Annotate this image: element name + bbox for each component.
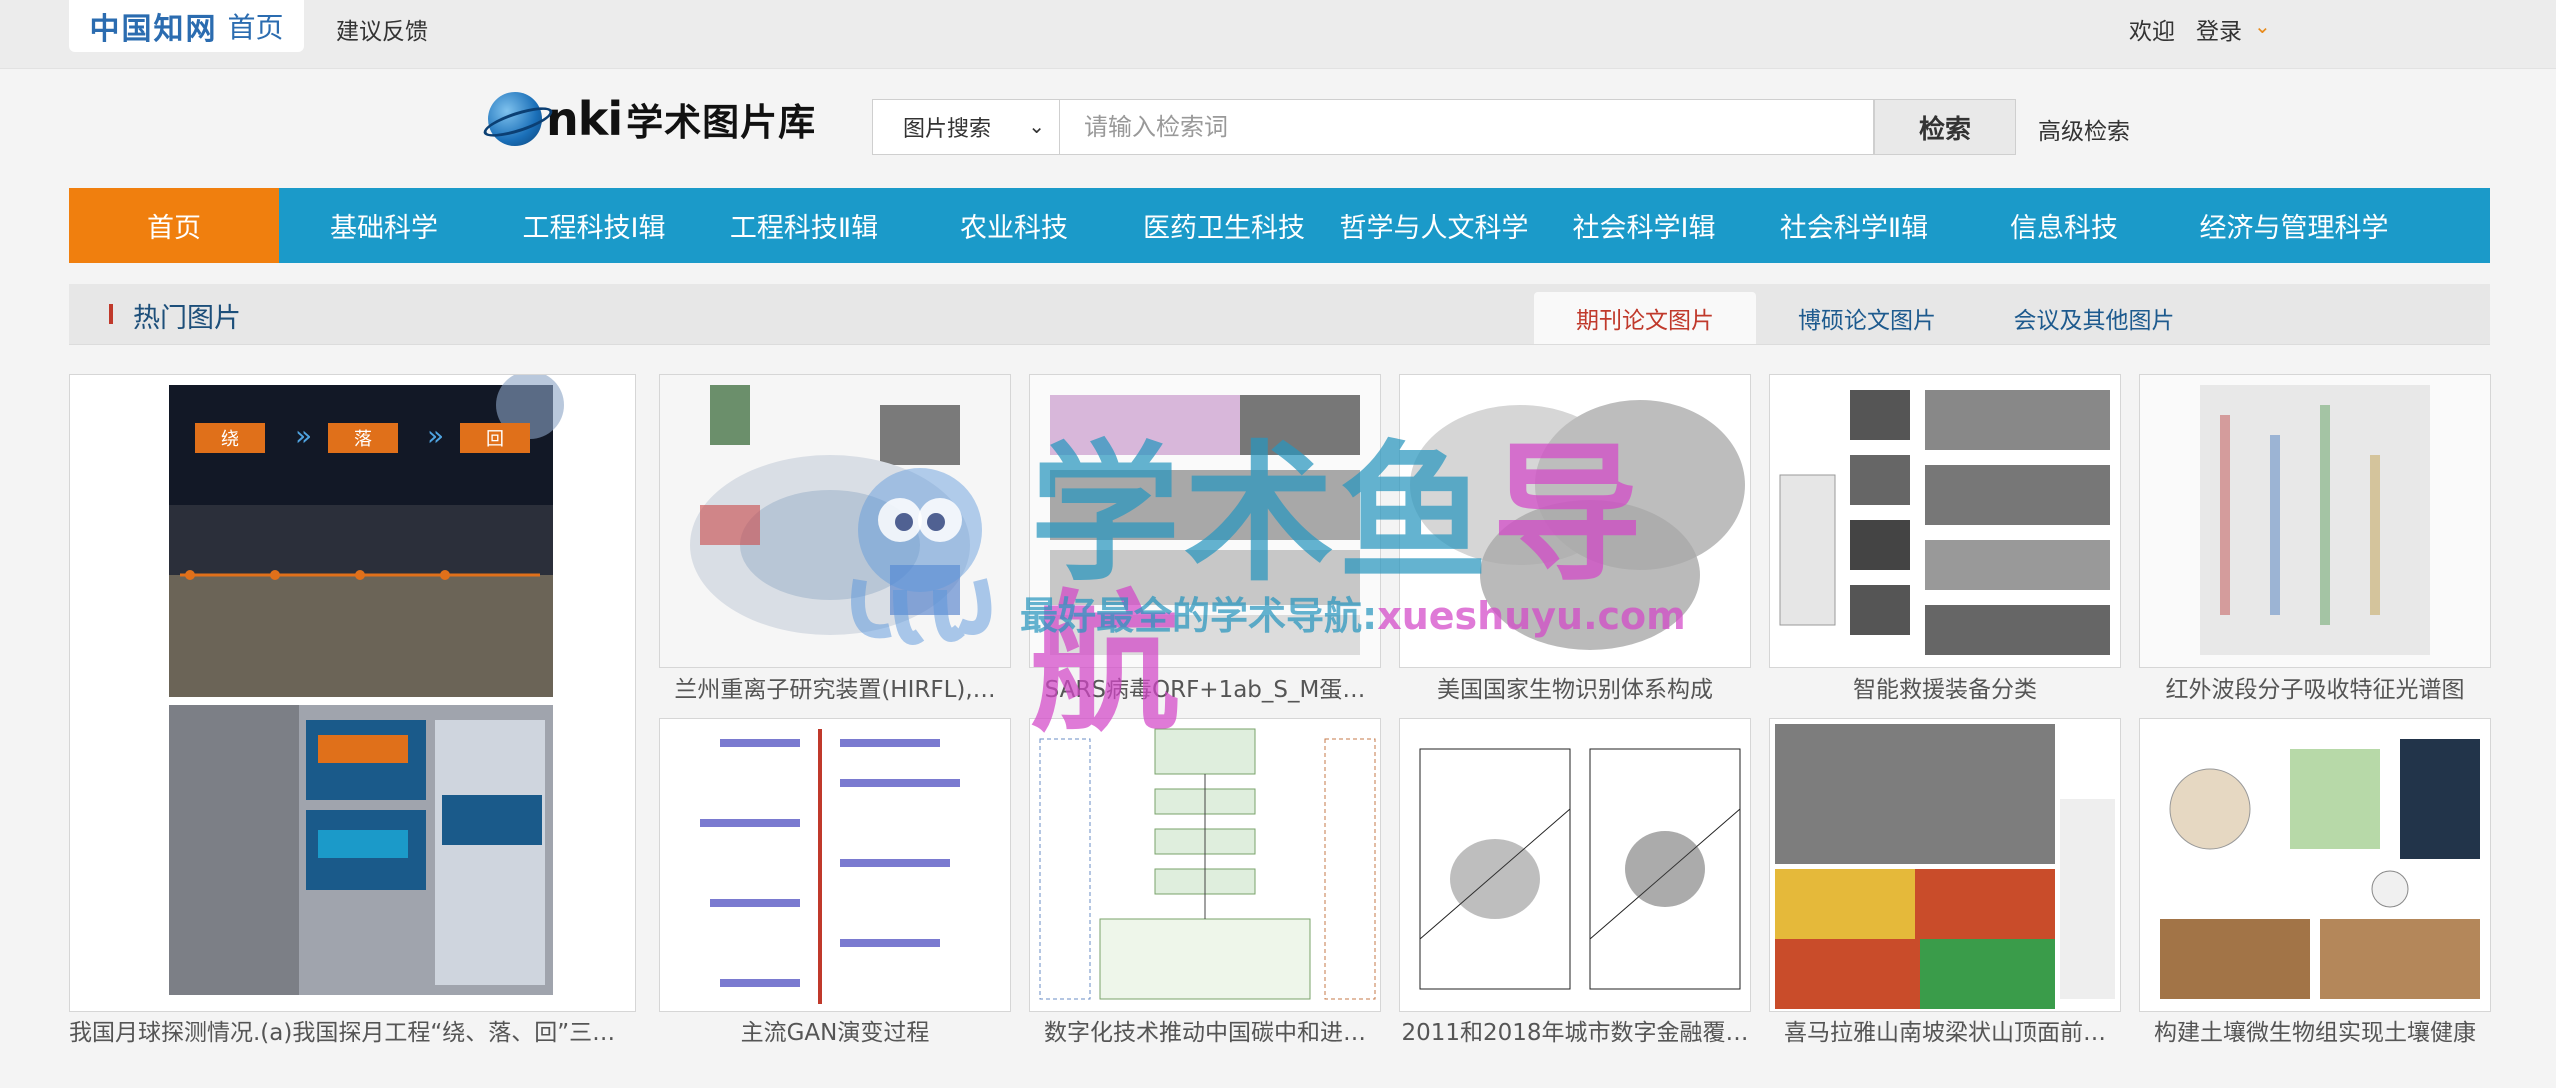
gan-timeline-figure bbox=[660, 719, 1010, 1011]
image-thumbnail-himalaya[interactable] bbox=[1769, 718, 2121, 1012]
image-caption[interactable]: 构建土壤微生物组实现土壤健康 bbox=[2154, 1020, 2476, 1046]
nav-item-engineering-1[interactable]: 工程科技Ⅰ辑 bbox=[522, 213, 666, 244]
chevron-down-icon[interactable]: ⌄ bbox=[2254, 14, 2271, 38]
cnki-logo-text: 中国知网 bbox=[89, 12, 218, 47]
nav-item-social-science-2[interactable]: 社会科学Ⅱ辑 bbox=[1779, 213, 1929, 244]
globe-icon bbox=[488, 92, 542, 146]
image-caption[interactable]: 2011和2018年城市数字金融覆… bbox=[1401, 1020, 1749, 1046]
hirfl-facility-figure bbox=[660, 375, 1010, 667]
himalaya-map-figure bbox=[1770, 719, 2120, 1011]
image-caption[interactable]: 红外波段分子吸收特征光谱图 bbox=[2165, 677, 2465, 703]
image-caption[interactable]: 美国国家生物识别体系构成 bbox=[1437, 677, 1713, 703]
sars-protein-figure bbox=[1030, 375, 1380, 667]
cnki-home-logo[interactable]: 中国知网 首页 bbox=[69, 0, 304, 52]
infrared-spectrum-figure bbox=[2140, 375, 2490, 667]
logo-title: 学术图片库 bbox=[626, 101, 817, 144]
search-type-value: 图片搜索 bbox=[903, 117, 992, 142]
advanced-search-link[interactable]: 高级检索 bbox=[2038, 119, 2130, 145]
chevron-down-icon: ⌄ bbox=[1028, 114, 1045, 138]
nav-item-basic-science[interactable]: 基础科学 bbox=[330, 213, 438, 244]
nav-item-humanities[interactable]: 哲学与人文科学 bbox=[1339, 213, 1529, 244]
svg-text:»: » bbox=[295, 419, 312, 452]
nav-item-social-science-1[interactable]: 社会科学Ⅰ辑 bbox=[1572, 213, 1716, 244]
welcome-text: 欢迎 bbox=[2129, 19, 2175, 45]
nav-item-information-tech[interactable]: 信息科技 bbox=[2010, 213, 2118, 244]
tab-thesis-images[interactable]: 博硕论文图片 bbox=[1798, 308, 1936, 334]
image-thumbnail-gan[interactable] bbox=[659, 718, 1011, 1012]
home-link-text: 首页 bbox=[227, 11, 284, 44]
image-thumbnail-moon[interactable]: 绕 落 回 » » bbox=[69, 374, 636, 1012]
stage-label-orbit: 绕 bbox=[221, 429, 239, 450]
image-thumbnail-hirfl[interactable] bbox=[659, 374, 1011, 668]
image-thumbnail-scatter[interactable] bbox=[1399, 718, 1751, 1012]
image-caption[interactable]: 主流GAN演变过程 bbox=[740, 1020, 930, 1046]
image-caption[interactable]: 兰州重离子研究装置(HIRFL),… bbox=[674, 677, 996, 703]
category-nav: 首页 基础科学 工程科技Ⅰ辑 工程科技Ⅱ辑 农业科技 医药卫生科技 哲学与人文科… bbox=[69, 188, 2490, 263]
top-bar: 中国知网 首页 建议反馈 欢迎 登录 ⌄ bbox=[0, 0, 2556, 69]
stage-label-land: 落 bbox=[354, 429, 372, 450]
image-thumbnail-sars[interactable] bbox=[1029, 374, 1381, 668]
digital-finance-scatter-figure bbox=[1400, 719, 1750, 1011]
nav-item-engineering-2[interactable]: 工程科技Ⅱ辑 bbox=[729, 213, 879, 244]
moon-exploration-figure: 绕 落 回 » » bbox=[169, 375, 564, 995]
nav-item-agriculture[interactable]: 农业科技 bbox=[960, 213, 1068, 244]
feedback-link[interactable]: 建议反馈 bbox=[336, 19, 428, 45]
login-link[interactable]: 登录 bbox=[2196, 19, 2242, 45]
cnki-image-library-logo[interactable]: nki 学术图片库 bbox=[488, 86, 816, 152]
image-caption[interactable]: 数字化技术推动中国碳中和进… bbox=[1044, 1020, 1366, 1046]
soil-microbiome-figure bbox=[2140, 719, 2490, 1011]
image-caption[interactable]: 我国月球探测情况.(a)我国探月工程“绕、落、回”三… bbox=[69, 1020, 616, 1046]
image-thumbnail-infrared[interactable] bbox=[2139, 374, 2491, 668]
tab-conference-images[interactable]: 会议及其他图片 bbox=[2013, 308, 2175, 334]
stage-label-return: 回 bbox=[486, 429, 504, 450]
search-type-select[interactable]: 图片搜索 ⌄ bbox=[872, 99, 1060, 155]
hot-images-header: 热门图片 期刊论文图片 博硕论文图片 会议及其他图片 bbox=[69, 284, 2490, 345]
section-title: 热门图片 bbox=[133, 303, 241, 334]
carbon-neutral-flow-figure bbox=[1030, 719, 1380, 1011]
search-button[interactable]: 检索 bbox=[1874, 99, 2016, 155]
image-caption[interactable]: 喜马拉雅山南坡梁状山顶面前… bbox=[1784, 1020, 2106, 1046]
rescue-equipment-figure bbox=[1770, 375, 2120, 667]
image-caption[interactable]: SARS病毒ORF+1ab_S_M蛋… bbox=[1044, 677, 1366, 703]
image-thumbnail-soil[interactable] bbox=[2139, 718, 2491, 1012]
search-input[interactable] bbox=[1060, 99, 1874, 155]
section-marker bbox=[109, 304, 113, 324]
image-caption[interactable]: 智能救援装备分类 bbox=[1853, 677, 2037, 703]
biometrics-venn-figure bbox=[1400, 375, 1750, 667]
nav-item-home[interactable]: 首页 bbox=[69, 188, 279, 263]
image-thumbnail-rescue[interactable] bbox=[1769, 374, 2121, 668]
nav-item-economics[interactable]: 经济与管理科学 bbox=[2199, 213, 2389, 244]
tab-journal-images[interactable]: 期刊论文图片 bbox=[1534, 292, 1756, 344]
nav-item-medicine[interactable]: 医药卫生科技 bbox=[1143, 213, 1305, 244]
image-thumbnail-biometrics[interactable] bbox=[1399, 374, 1751, 668]
svg-text:»: » bbox=[427, 419, 444, 452]
image-thumbnail-carbon[interactable] bbox=[1029, 718, 1381, 1012]
logo-letters: nki bbox=[546, 92, 623, 146]
